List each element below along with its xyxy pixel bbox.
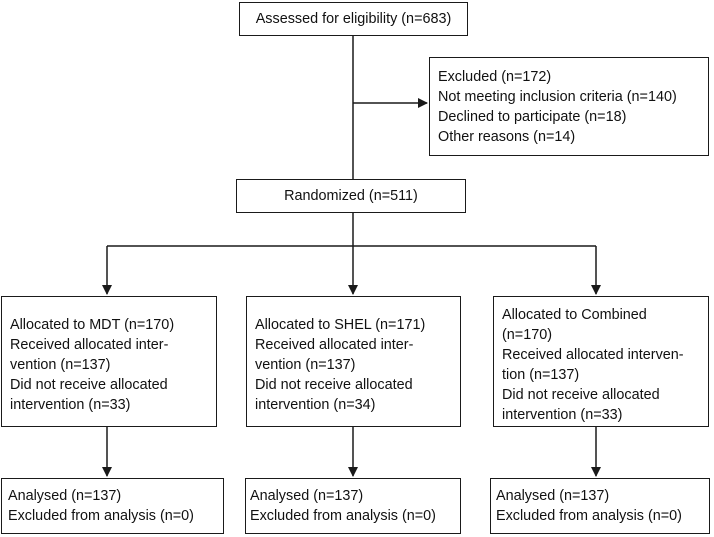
analysis-box-shel: Analysed (n=137) Excluded from analysis … [245,478,461,534]
allocation-combined-line-5: Did not receive allocated [502,387,660,403]
allocation-combined-line-2: (n=170) [502,327,553,343]
analysis-box-mdt: Analysed (n=137) Excluded from analysis … [1,478,224,534]
allocation-shel-line-1: Allocated to SHEL (n=171) [255,317,426,333]
analysis-mdt-line-2: Excluded from analysis (n=0) [8,508,194,524]
allocation-combined-line-1: Allocated to Combined [502,307,647,323]
allocation-box-mdt: Allocated to MDT (n=170) Received alloca… [1,296,217,427]
analysis-box-combined: Analysed (n=137) Excluded from analysis … [490,478,710,534]
assessed-box: Assessed for eligibility (n=683) [239,2,468,36]
excluded-line-3: Declined to participate (n=18) [438,109,627,125]
excluded-line-2: Not meeting inclusion criteria (n=140) [438,89,677,105]
allocation-box-shel: Allocated to SHEL (n=171) Received alloc… [246,296,461,427]
allocation-mdt-line-1: Allocated to MDT (n=170) [10,317,175,333]
analysis-combined-line-2: Excluded from analysis (n=0) [496,508,682,524]
allocation-combined-line-6: intervention (n=33) [502,407,623,423]
allocation-mdt-line-3: vention (n=137) [10,357,111,373]
assessed-label: Assessed for eligibility (n=683) [255,11,452,27]
analysis-shel-line-1: Analysed (n=137) [250,488,364,504]
allocation-mdt-line-2: Received allocated inter- [10,337,169,353]
analysis-mdt-line-1: Analysed (n=137) [8,488,122,504]
excluded-line-4: Other reasons (n=14) [438,129,576,145]
randomized-label: Randomized (n=511) [284,188,418,204]
excluded-box: Excluded (n=172) Not meeting inclusion c… [429,57,709,156]
allocation-box-combined: Allocated to Combined (n=170) Received a… [493,296,709,427]
allocation-shel-line-4: Did not receive allocated [255,377,413,393]
randomized-box: Randomized (n=511) [236,179,466,213]
allocation-shel-line-2: Received allocated inter- [255,337,414,353]
allocation-combined-line-3: Received allocated interven- [502,347,684,363]
allocation-shel-line-5: intervention (n=34) [255,397,376,413]
analysis-shel-line-2: Excluded from analysis (n=0) [250,508,436,524]
allocation-mdt-line-5: intervention (n=33) [10,397,131,413]
allocation-mdt-line-4: Did not receive allocated [10,377,168,393]
analysis-combined-line-1: Analysed (n=137) [496,488,610,504]
allocation-shel-line-3: vention (n=137) [255,357,356,373]
excluded-line-1: Excluded (n=172) [438,69,552,85]
allocation-combined-line-4: tion (n=137) [502,367,580,383]
